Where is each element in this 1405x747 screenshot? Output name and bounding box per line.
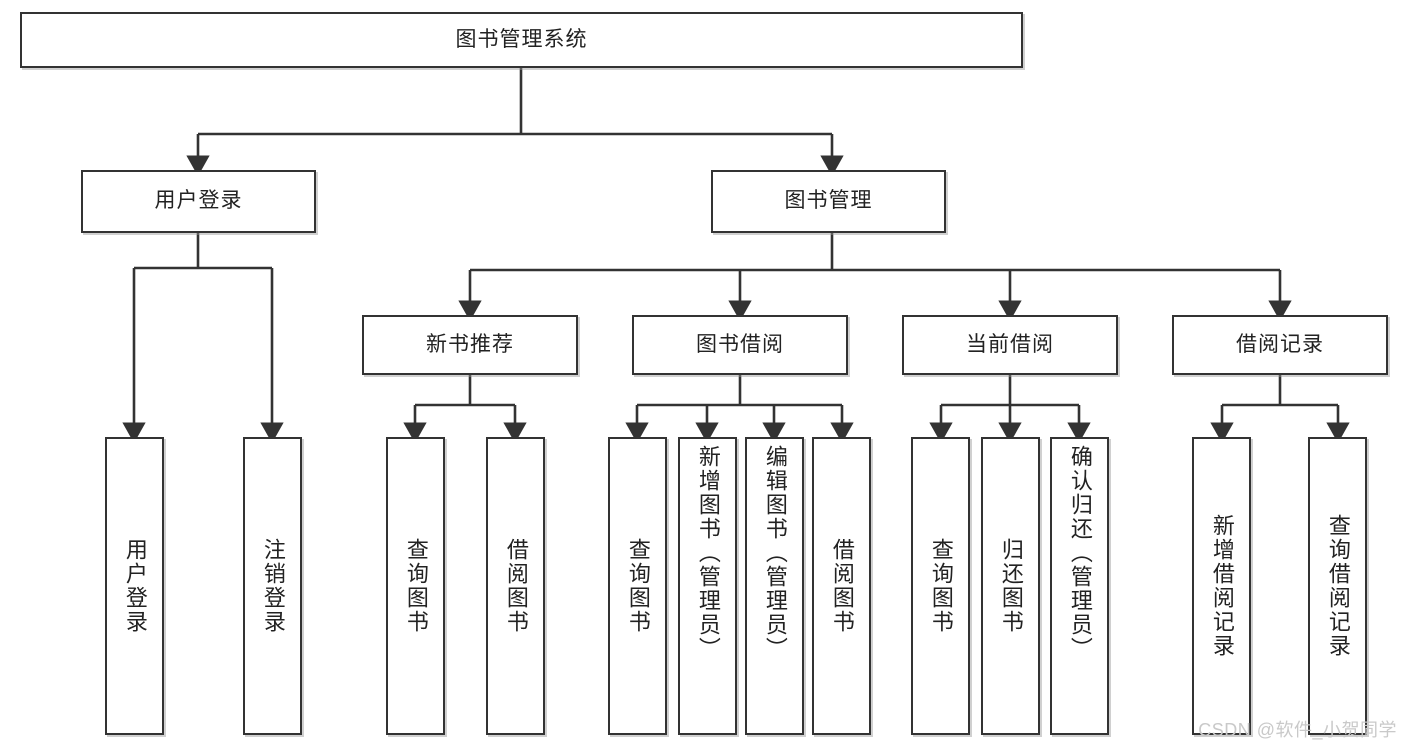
node-root[interactable]: 图书管理系统	[20, 12, 1023, 68]
node-book-management-label: 图书管理	[784, 189, 873, 213]
leaf-return-book[interactable]: 归还图书	[981, 437, 1040, 735]
leaf-borrow-book-1[interactable]: 借阅图书	[486, 437, 545, 735]
leaf-user-login-label: 用户登录	[122, 538, 148, 634]
leaf-confirm-return[interactable]: 确认归还（管理员）	[1050, 437, 1109, 735]
leaf-borrow-book-1-label: 借阅图书	[503, 538, 529, 634]
node-borrow-record-label: 借阅记录	[1236, 332, 1324, 356]
csdn-watermark: CSDN @软件_小贺同学	[1198, 720, 1397, 740]
leaf-return-book-label: 归还图书	[998, 538, 1024, 634]
leaf-add-record-label: 新增借阅记录	[1209, 514, 1235, 658]
leaf-query-book-3[interactable]: 查询图书	[911, 437, 970, 735]
node-root-label: 图书管理系统	[455, 27, 588, 51]
node-borrow-record[interactable]: 借阅记录	[1172, 315, 1388, 375]
node-book-management[interactable]: 图书管理	[711, 170, 946, 233]
node-new-book-recommend[interactable]: 新书推荐	[362, 315, 578, 375]
node-book-borrow-label: 图书借阅	[696, 332, 784, 356]
leaf-query-record[interactable]: 查询借阅记录	[1308, 437, 1367, 735]
node-current-borrow-label: 当前借阅	[966, 332, 1054, 356]
leaf-query-record-label: 查询借阅记录	[1325, 514, 1351, 658]
leaf-edit-book-label: 编辑图书（管理员）	[762, 445, 788, 661]
leaf-user-login[interactable]: 用户登录	[105, 437, 164, 735]
leaf-logout[interactable]: 注销登录	[243, 437, 302, 735]
node-new-book-recommend-label: 新书推荐	[426, 332, 514, 356]
leaf-query-book-3-label: 查询图书	[928, 538, 954, 634]
leaf-query-book-2[interactable]: 查询图书	[608, 437, 667, 735]
node-user-login-label: 用户登录	[154, 189, 243, 213]
leaf-borrow-book-2-label: 借阅图书	[829, 538, 855, 634]
node-book-borrow[interactable]: 图书借阅	[632, 315, 848, 375]
leaf-add-book[interactable]: 新增图书（管理员）	[678, 437, 737, 735]
leaf-add-record[interactable]: 新增借阅记录	[1192, 437, 1251, 735]
leaf-logout-label: 注销登录	[260, 538, 286, 634]
leaf-query-book-1[interactable]: 查询图书	[386, 437, 445, 735]
leaf-borrow-book-2[interactable]: 借阅图书	[812, 437, 871, 735]
leaf-add-book-label: 新增图书（管理员）	[695, 445, 721, 661]
leaf-edit-book[interactable]: 编辑图书（管理员）	[745, 437, 804, 735]
leaf-query-book-2-label: 查询图书	[625, 538, 651, 634]
node-user-login[interactable]: 用户登录	[81, 170, 316, 233]
leaf-query-book-1-label: 查询图书	[403, 538, 429, 634]
node-current-borrow[interactable]: 当前借阅	[902, 315, 1118, 375]
leaf-confirm-return-label: 确认归还（管理员）	[1067, 445, 1093, 661]
